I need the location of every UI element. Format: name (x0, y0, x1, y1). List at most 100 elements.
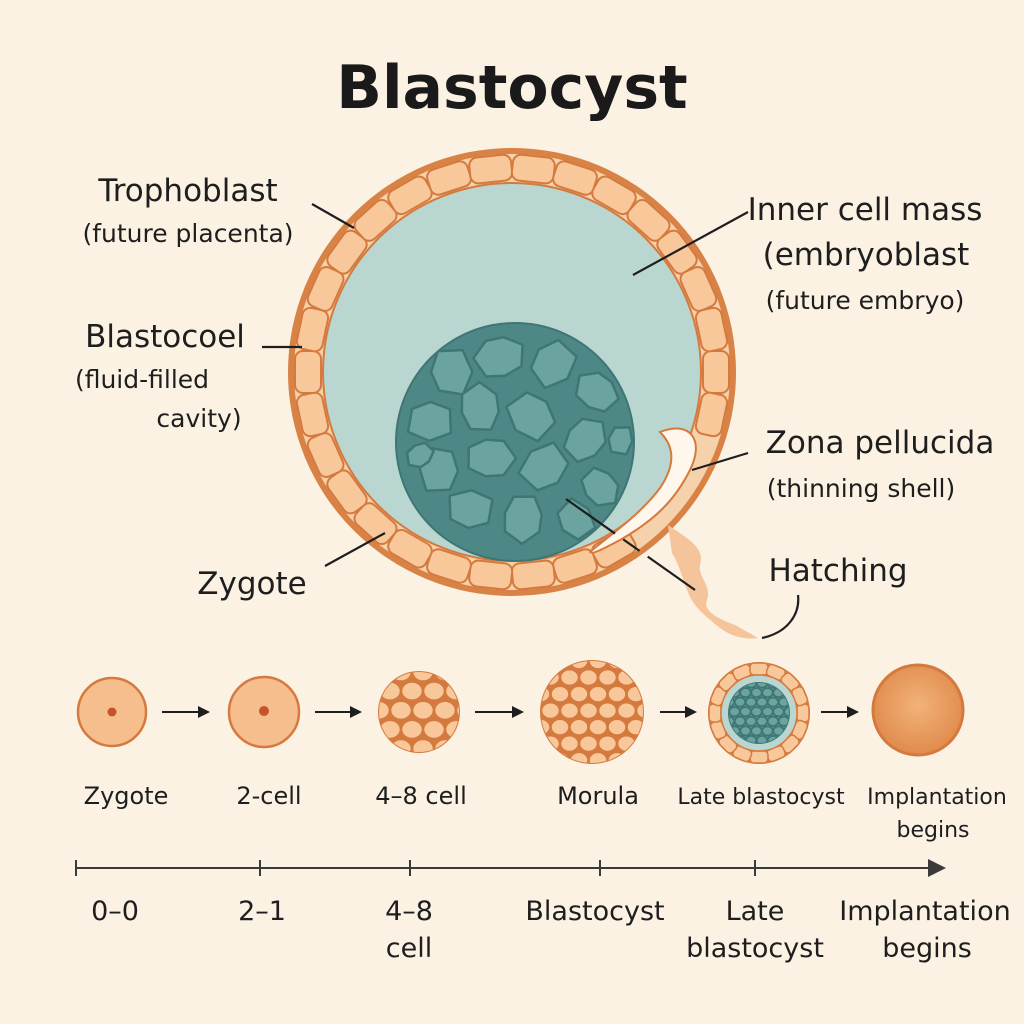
stages-row: Zygote 2-cell 4–8 cell Morula Late blast… (76, 653, 1007, 843)
trophoblast-cell (702, 350, 730, 394)
blastomere-cell (455, 700, 459, 721)
timeline-arrow-icon (928, 859, 946, 877)
icm-cell (405, 441, 435, 469)
morula-cell (635, 701, 643, 720)
morula-cell (626, 751, 643, 763)
morula-cell (655, 670, 673, 686)
icm-cell (406, 400, 453, 443)
inner-cell-mass-leader (632, 211, 749, 276)
timeline: 0–0 2–1 4–8 cell Blastocyst Late blastoc… (75, 859, 1011, 964)
stage-implantation (871, 663, 965, 757)
blastomere-cell (379, 680, 402, 702)
morula-cell (541, 685, 552, 703)
icm-cell (739, 687, 752, 699)
morula-cell (541, 668, 561, 687)
inner-cell-mass-note: (future embryo) (766, 286, 965, 315)
zona-pellucida-note: (thinning shell) (767, 474, 956, 503)
timeline-label-1: 2–1 (238, 896, 286, 927)
trophoblast-cell (749, 750, 769, 764)
stage-morula (513, 653, 673, 768)
morula-cell (550, 718, 571, 736)
icm-cell (467, 438, 518, 478)
blastocoel-label: Blastocoel (85, 319, 245, 355)
morula-cell (646, 752, 664, 768)
morula-cell (578, 734, 599, 753)
icm-cell (750, 706, 763, 718)
icm-cell (750, 687, 763, 699)
icm-cell (733, 715, 747, 727)
stage-label-implantation-2: begins (897, 818, 970, 843)
icm-cell (607, 425, 633, 456)
morula-cell (513, 719, 531, 735)
timeline-label-4a: Late (726, 896, 785, 927)
morula-cell (588, 718, 609, 736)
icm-cell (755, 696, 769, 708)
trophoblast-cell (294, 350, 322, 394)
blastomere-cell (400, 719, 424, 740)
stage-label-zygote: Zygote (84, 782, 169, 810)
icm-cell (429, 348, 474, 396)
icm-cell (744, 696, 758, 708)
arrow-icon (821, 706, 859, 718)
hatching-label: Hatching (768, 553, 907, 589)
blastomere-cell (455, 738, 459, 752)
morula-cell (550, 685, 571, 703)
icm-cell (783, 706, 789, 718)
timeline-label-2b: cell (386, 933, 432, 964)
zona-breach (588, 427, 697, 554)
two-cell-nucleus (259, 706, 269, 716)
timeline-label-3: Blastocyst (525, 896, 664, 927)
morula-cell (569, 661, 590, 670)
leader-lines (262, 203, 800, 640)
icm-cell (529, 338, 578, 390)
timeline-label-5a: Implantation (839, 896, 1010, 927)
blastomere-cell (433, 700, 457, 721)
blastomere-cell (433, 738, 457, 752)
stage-label-morula: Morula (557, 782, 639, 810)
morula-cell (541, 701, 542, 720)
blastomere-cell (379, 719, 380, 740)
morula-cell (541, 668, 542, 687)
icm-cell (766, 696, 780, 708)
morula-cell (513, 686, 531, 702)
blastomere-cell (379, 680, 380, 702)
icm-cell (729, 706, 741, 718)
timeline-label-2a: 4–8 (385, 896, 433, 927)
blastomere-cell (346, 739, 367, 757)
stage-label-2-cell: 2-cell (236, 782, 301, 810)
blastocyst-main (288, 148, 758, 639)
blastomere-cell (411, 738, 435, 752)
icm-cell (517, 441, 570, 492)
morula-cell (513, 653, 531, 669)
morula-cell (578, 701, 599, 720)
inner-cell-mass (395, 322, 635, 562)
icm-cell (580, 466, 620, 507)
blastomere-cell (379, 672, 391, 683)
morula-cell (541, 751, 552, 763)
morula-cell (646, 686, 664, 702)
blastomere-cell (422, 680, 446, 702)
morula-cell (597, 668, 618, 687)
morula-cell (616, 668, 637, 687)
icm-cell (556, 497, 597, 541)
zona-pellucida-label: Zona pellucida (766, 425, 995, 461)
stage-arrows (162, 706, 859, 718)
morula-cell (646, 653, 664, 669)
morula-cell (597, 734, 618, 753)
morula-cell (588, 751, 609, 763)
stage-2-cell (227, 675, 301, 749)
timeline-label-5b: begins (882, 933, 972, 964)
trophoblast-cell (468, 153, 514, 185)
icm-cell (739, 706, 752, 718)
trophoblast-cell (796, 703, 810, 723)
trophoblast-cell (468, 559, 514, 591)
trophoblast-cell (694, 391, 729, 438)
zygote-nucleus (107, 707, 117, 717)
icm-cell (761, 725, 774, 737)
icm-cell (505, 391, 557, 443)
icm-cell (777, 715, 789, 727)
morula-cell (541, 734, 542, 753)
stage-label-implantation-1: Implantation (867, 785, 1007, 810)
morula-cell (597, 701, 618, 720)
